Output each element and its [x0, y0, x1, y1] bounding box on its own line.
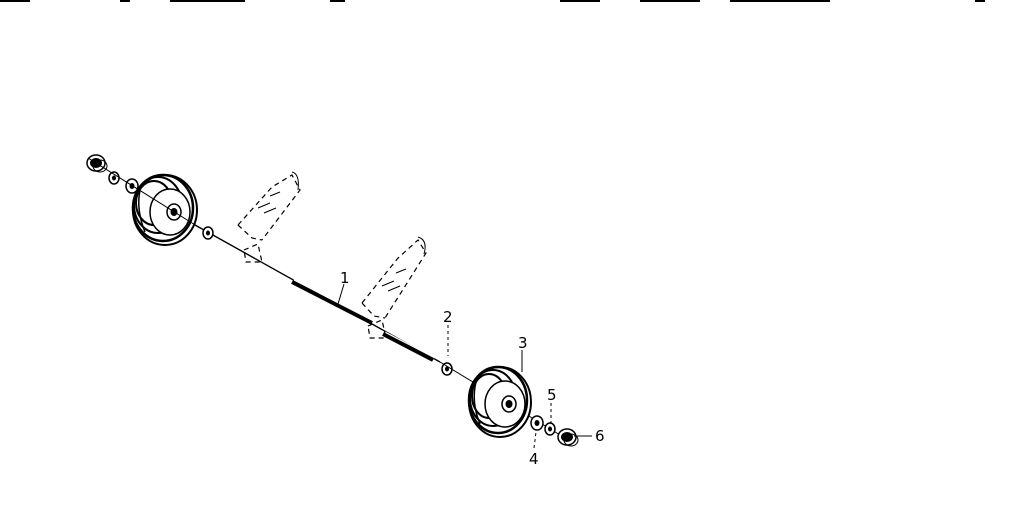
callout-1: 1 — [340, 269, 350, 287]
phantom-bracket-right — [361, 239, 427, 339]
left-outer-washer — [108, 171, 120, 185]
callout-leaders — [337, 283, 592, 449]
callout-2: 2 — [443, 308, 453, 326]
leader-1 — [337, 283, 345, 305]
right-wheel — [467, 365, 532, 438]
left-wheel — [131, 173, 198, 246]
right-inner-washer — [441, 362, 453, 376]
right-spacer-washer — [530, 415, 544, 431]
callout-4: 4 — [529, 450, 539, 468]
right-hub-cap-nut — [557, 428, 579, 447]
phantom-bracket-left — [237, 174, 301, 263]
phantom-bracket-left-detail — [257, 171, 299, 214]
right-outer-washer — [544, 422, 556, 436]
callout-5: 5 — [547, 386, 557, 404]
left-inner-washer — [202, 226, 214, 240]
leader-4 — [533, 431, 537, 449]
axle — [194, 224, 441, 363]
phantom-bracket-right-detail — [381, 236, 426, 292]
callout-6: 6 — [595, 427, 605, 445]
callout-3: 3 — [518, 334, 528, 352]
left-exploded-axis — [87, 157, 201, 229]
